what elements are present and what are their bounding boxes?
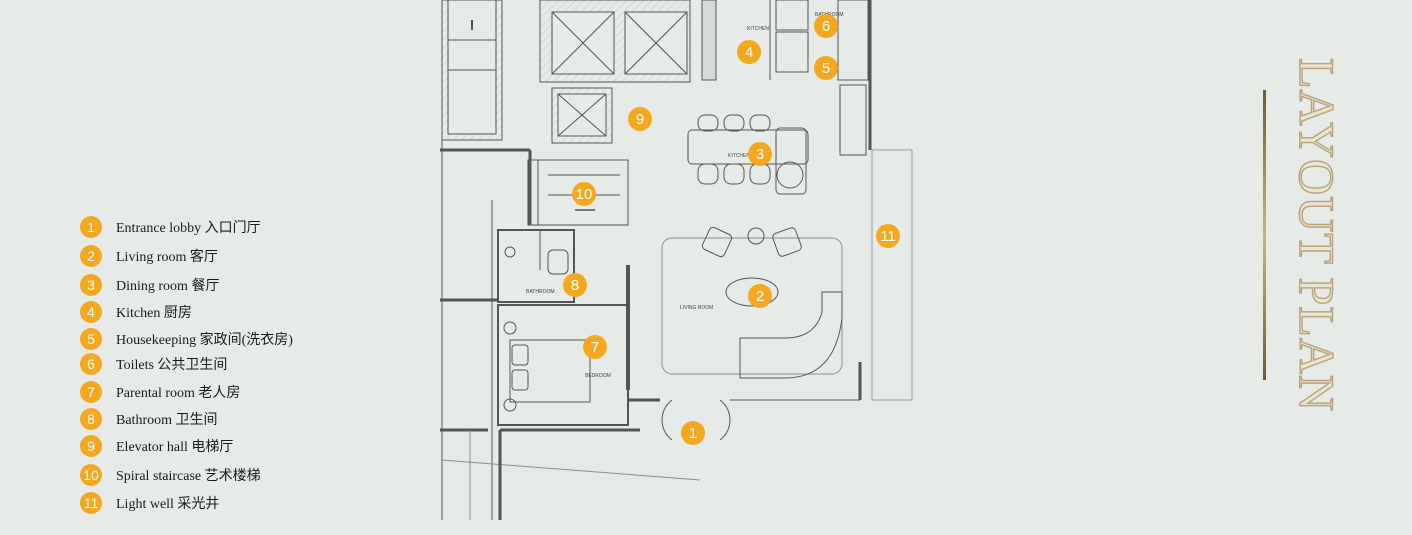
legend-label: Parental room 老人房 [116, 386, 241, 401]
plan-marker-5: 5 [814, 56, 838, 80]
plan-marker-4: 4 [737, 40, 761, 64]
plan-label-kitchen: KITCHEN [747, 26, 769, 32]
plan-marker-9: 9 [628, 107, 652, 131]
legend-badge: 8 [80, 408, 102, 430]
legend-item-1: 1 Entrance lobby 入口门厅 [80, 215, 261, 239]
plan-label-bathroom: BATHROOM [526, 289, 555, 295]
legend-item-11: 11 Light well 采光井 [80, 491, 219, 515]
floor-plan-drawing [440, 0, 913, 520]
plan-marker-1: 1 [681, 421, 705, 445]
plan-marker-7: 7 [583, 335, 607, 359]
title-block: LAYOUT PLAN [1282, 30, 1352, 440]
legend-badge: 2 [80, 245, 102, 267]
legend-label: Dining room 餐厅 [116, 279, 220, 294]
legend-item-6: 6 Toilets 公共卫生间 [80, 352, 227, 376]
plan-marker-11: 11 [876, 224, 900, 248]
plan-marker-10: 10 [572, 182, 596, 206]
legend-badge: 9 [80, 435, 102, 457]
title-divider [1263, 90, 1266, 380]
legend-badge: 10 [80, 464, 102, 486]
plan-label-dining: KITCHEN [728, 153, 750, 159]
legend-label: Entrance lobby 入口门厅 [116, 221, 261, 236]
legend-label: Living room 客厅 [116, 250, 218, 265]
legend-label: Elevator hall 电梯厅 [116, 440, 234, 455]
page-title: LAYOUT PLAN [1288, 57, 1346, 413]
legend-item-2: 2 Living room 客厅 [80, 244, 218, 268]
legend-badge: 1 [80, 216, 102, 238]
plan-marker-6: 6 [814, 14, 838, 38]
legend-badge: 7 [80, 381, 102, 403]
legend-label: Housekeeping 家政间(洗衣房) [116, 333, 293, 348]
legend-badge: 5 [80, 328, 102, 350]
floor-plan: KITCHEN BATHROOM KITCHEN LIVING ROOM BAT… [440, 0, 940, 520]
legend-badge: 3 [80, 274, 102, 296]
plan-marker-2: 2 [748, 284, 772, 308]
legend-item-7: 7 Parental room 老人房 [80, 380, 240, 404]
plan-label-bedroom: BEDROOM [585, 373, 611, 379]
legend-item-4: 4 Kitchen 厨房 [80, 300, 192, 324]
legend-item-8: 8 Bathroom 卫生间 [80, 407, 218, 431]
legend-item-3: 3 Dining room 餐厅 [80, 273, 219, 297]
plan-marker-3: 3 [748, 142, 772, 166]
legend-label: Kitchen 厨房 [116, 306, 192, 321]
legend-label: Spiral staircase 艺术楼梯 [116, 469, 261, 484]
legend-item-10: 10 Spiral staircase 艺术楼梯 [80, 463, 261, 487]
legend-label: Bathroom 卫生间 [116, 413, 218, 428]
legend-badge: 11 [80, 492, 102, 514]
legend-label: Toilets 公共卫生间 [116, 358, 228, 373]
legend-badge: 6 [80, 353, 102, 375]
legend-label: Light well 采光井 [116, 497, 220, 512]
plan-label-living: LIVING ROOM [680, 305, 714, 311]
legend-item-5: 5 Housekeeping 家政间(洗衣房) [80, 327, 293, 351]
legend-badge: 4 [80, 301, 102, 323]
plan-marker-8: 8 [563, 273, 587, 297]
legend-item-9: 9 Elevator hall 电梯厅 [80, 434, 233, 458]
